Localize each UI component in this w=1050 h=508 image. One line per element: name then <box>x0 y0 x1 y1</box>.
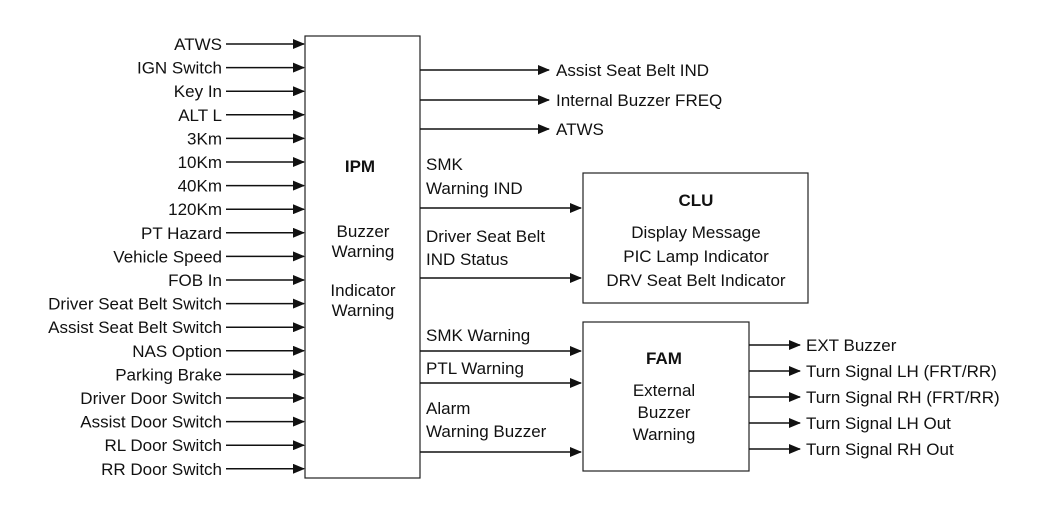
ipm-outputs: Assist Seat Belt IND Internal Buzzer FREQ… <box>420 61 722 139</box>
ipm-input-label: Driver Door Switch <box>80 389 222 408</box>
clu-line: Display Message <box>631 223 760 242</box>
ipm-input-label: PT Hazard <box>141 224 222 243</box>
fam-output-label: Turn Signal RH Out <box>806 440 954 459</box>
clu-line: DRV Seat Belt Indicator <box>606 271 786 290</box>
ipm-function-line: Warning <box>332 301 395 320</box>
ipm-input-label: 10Km <box>178 153 222 172</box>
fam-line: Warning <box>633 425 696 444</box>
ipm-input-label: Vehicle Speed <box>113 247 222 266</box>
ipm-input-label: 40Km <box>178 177 222 196</box>
ipm-fam-link-label: PTL Warning <box>426 359 524 378</box>
ipm-title: IPM <box>345 157 375 176</box>
ipm-input-label: Key In <box>174 82 222 101</box>
ipm-input-label: NAS Option <box>132 342 222 361</box>
fam-output-label: Turn Signal LH Out <box>806 414 951 433</box>
fam-title: FAM <box>646 349 682 368</box>
ipm-output-label: Assist Seat Belt IND <box>556 61 709 80</box>
ipm-function-line: Warning <box>332 242 395 261</box>
ipm-clu-link-label: Driver Seat Belt <box>426 227 545 246</box>
fam-line: Buzzer <box>638 403 691 422</box>
ipm-function-line: Indicator <box>330 281 396 300</box>
ipm-input-label: 120Km <box>168 200 222 219</box>
ipm-input-label: ATWS <box>174 35 222 54</box>
ipm-input-label: ALT L <box>178 106 222 125</box>
ipm-input-label: Assist Door Switch <box>80 413 222 432</box>
ipm-input-label: IGN Switch <box>137 59 222 78</box>
clu-line: PIC Lamp Indicator <box>623 247 769 266</box>
ipm-output-label: Internal Buzzer FREQ <box>556 91 722 110</box>
ipm-input-label: Assist Seat Belt Switch <box>48 318 222 337</box>
fam-line: External <box>633 381 695 400</box>
clu-box <box>582 172 809 304</box>
ipm-fam-link-label: Alarm <box>426 399 470 418</box>
fam-box <box>582 321 750 472</box>
ipm-input-label: Driver Seat Belt Switch <box>48 295 222 314</box>
ipm-function-line: Buzzer <box>337 222 390 241</box>
fam-output-label: EXT Buzzer <box>806 336 897 355</box>
fam-output-label: Turn Signal LH (FRT/RR) <box>806 362 997 381</box>
ipm-output-label: ATWS <box>556 120 604 139</box>
ipm-input-label: RL Door Switch <box>105 436 222 455</box>
ipm-clu-link-label: Warning IND <box>426 179 523 198</box>
ipm-clu-link-label: IND Status <box>426 250 508 269</box>
ipm-input-label: FOB In <box>168 271 222 290</box>
ipm-input-label: Parking Brake <box>115 365 222 384</box>
ipm-clu-link-label: SMK <box>426 155 464 174</box>
ipm-input-label: RR Door Switch <box>101 460 222 479</box>
ipm-box <box>304 35 421 479</box>
ipm-input-label: 3Km <box>187 129 222 148</box>
clu-title: CLU <box>679 191 714 210</box>
ipm-fam-link-label: Warning Buzzer <box>426 422 547 441</box>
fam-output-label: Turn Signal RH (FRT/RR) <box>806 388 1000 407</box>
ipm-fam-link-label: SMK Warning <box>426 326 530 345</box>
